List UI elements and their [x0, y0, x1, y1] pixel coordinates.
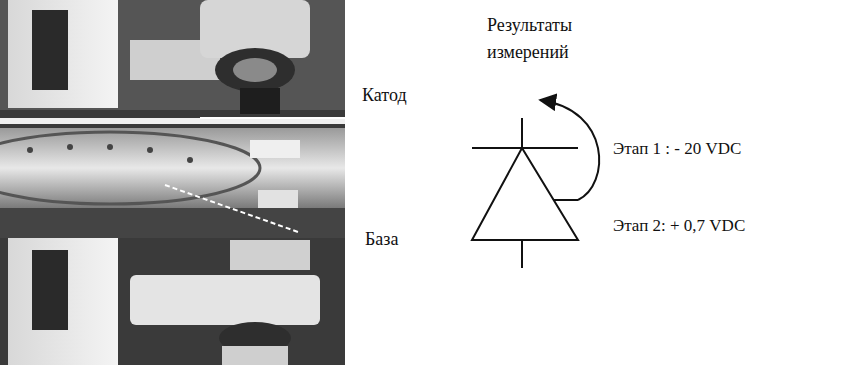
part-label-box: База: [365, 226, 398, 253]
results-heading: Результаты измерений: [487, 15, 572, 62]
measurement-note: Этап 2: + 0,7 VDC: [613, 216, 745, 235]
thyristor-photo: [0, 0, 345, 365]
measurement-note: Этап 1 : - 20 VDC: [613, 139, 741, 158]
results-heading-box: Результаты измерений: [487, 12, 607, 66]
leader-line: [165, 185, 298, 232]
measurement-arrow: [540, 100, 599, 200]
measurement-note-box: Этап 2: + 0,7 VDC: [613, 213, 745, 239]
measurement-note-box: Этап 1 : - 20 VDC: [613, 136, 741, 162]
part-label: Катод: [362, 85, 407, 105]
part-label: База: [365, 229, 398, 249]
leader-line: [200, 117, 355, 119]
diode-symbol: [472, 118, 578, 268]
part-label-box: Катод: [362, 82, 407, 109]
